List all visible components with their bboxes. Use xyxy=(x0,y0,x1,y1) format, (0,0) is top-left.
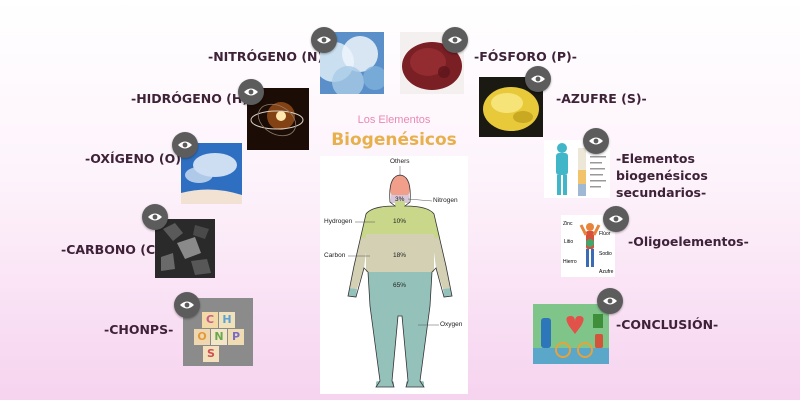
others-label: Others xyxy=(390,158,410,165)
topic-label[interactable]: -NITRÓGENO (N)- xyxy=(208,49,329,64)
chonps-block: P xyxy=(228,329,244,345)
topic-label[interactable]: -AZUFRE (S)- xyxy=(556,91,647,106)
label-leader-lines xyxy=(348,166,439,326)
topic-label[interactable]: -HIDRÓGENO (H)- xyxy=(131,91,254,106)
eye-icon xyxy=(180,301,194,309)
preview-eye-button[interactable] xyxy=(597,288,623,314)
oligo-word: Flúor xyxy=(599,231,611,237)
preview-eye-button[interactable] xyxy=(311,27,337,53)
eye-icon xyxy=(178,141,192,149)
topic-label[interactable]: -CHONPS- xyxy=(104,322,174,337)
topic-label[interactable]: -Elementos biogenésicos secundarios- xyxy=(616,151,708,200)
preview-eye-button[interactable] xyxy=(442,27,468,53)
preview-eye-button[interactable] xyxy=(525,66,551,92)
eye-icon xyxy=(148,213,162,221)
topic-label[interactable]: -CARBONO (C)- xyxy=(61,242,167,257)
conclusion-image[interactable] xyxy=(533,304,609,364)
chonps-block: S xyxy=(203,346,219,362)
topic-label[interactable]: -Oligoelementos- xyxy=(628,234,749,249)
eye-icon xyxy=(609,215,623,223)
eye-icon xyxy=(448,36,462,44)
chonps-block: O xyxy=(194,329,210,345)
nitrogen-label: Nitrogen xyxy=(433,197,458,204)
preview-eye-button[interactable] xyxy=(174,292,200,318)
topic-label[interactable]: -OXÍGENO (O)- xyxy=(85,151,187,166)
eye-icon xyxy=(244,88,258,96)
human-body-diagram: Others Nitrogen Hydrogen Carbon Oxygen 3… xyxy=(320,156,468,394)
preview-eye-button[interactable] xyxy=(603,206,629,232)
chonps-block: C xyxy=(202,312,218,328)
preview-eye-button[interactable] xyxy=(172,132,198,158)
oligo-word: Azufre xyxy=(599,269,614,275)
topic-label[interactable]: -FÓSFORO (P)- xyxy=(474,49,577,64)
carbon-image[interactable] xyxy=(155,219,215,278)
hydrogen-label: Hydrogen xyxy=(324,218,353,225)
carbon-label: Carbon xyxy=(324,252,346,259)
preview-eye-button[interactable] xyxy=(142,204,168,230)
oligo-word: Hierro xyxy=(563,259,577,265)
eye-icon xyxy=(531,75,545,83)
chonps-block: N xyxy=(211,329,227,345)
hydrogen-percent: 10% xyxy=(393,218,407,225)
subtitle: Los Elementos xyxy=(357,114,431,126)
preview-eye-button[interactable] xyxy=(238,79,264,105)
topic-label[interactable]: -CONCLUSIÓN- xyxy=(616,317,719,332)
center-main-topic[interactable]: Los Elementos Biogenésicos xyxy=(318,108,470,394)
main-title: Biogenésicos xyxy=(331,130,457,150)
nitrogen-percent: 3% xyxy=(395,196,405,203)
phosphorus-image[interactable] xyxy=(400,32,464,94)
oxygen-percent: 65% xyxy=(393,282,407,289)
eye-icon xyxy=(603,297,617,305)
oligo-word: Sodio xyxy=(599,251,612,257)
eye-icon xyxy=(317,36,331,44)
oxygen-label: Oxygen xyxy=(440,321,463,328)
oligo-word: Zinc xyxy=(563,221,573,227)
oligo-word: Litio xyxy=(564,239,574,245)
carbon-percent: 18% xyxy=(393,252,407,259)
preview-eye-button[interactable] xyxy=(583,128,609,154)
chonps-block: H xyxy=(219,312,235,328)
eye-icon xyxy=(589,137,603,145)
